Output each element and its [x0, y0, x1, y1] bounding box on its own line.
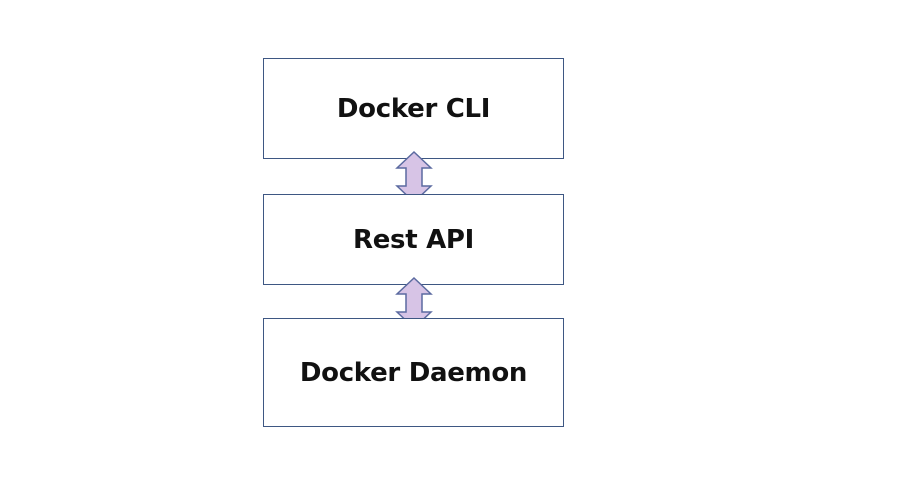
docker-daemon-label: Docker Daemon: [299, 357, 528, 388]
docker-cli-label: Docker CLI: [336, 93, 491, 124]
rest-api-label: Rest API: [352, 224, 475, 255]
rest-api-box: Rest API: [263, 194, 564, 285]
docker-cli-box: Docker CLI: [263, 58, 564, 159]
docker-daemon-box: Docker Daemon: [263, 318, 564, 427]
